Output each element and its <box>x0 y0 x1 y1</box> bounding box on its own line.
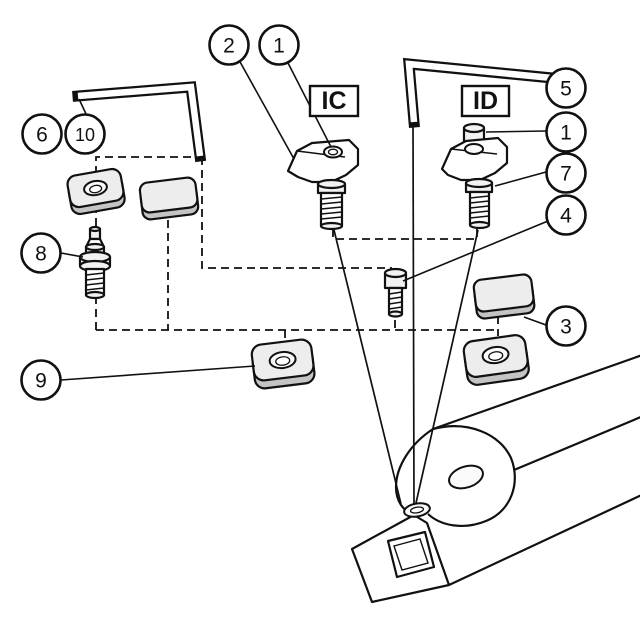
callout-7-number: 7 <box>560 163 572 186</box>
head-oval-hole <box>448 464 484 490</box>
label-id: ID <box>460 84 511 118</box>
callout-9-number: 9 <box>35 370 47 393</box>
label-ic-text: IC <box>322 87 347 115</box>
callout-2: 2 <box>208 24 250 66</box>
insert-center-holed <box>250 338 316 390</box>
callout-4-number: 4 <box>560 205 572 228</box>
label-id-text: ID <box>473 87 498 115</box>
callout-5-number: 5 <box>560 78 572 101</box>
callout-9: 9 <box>20 359 62 401</box>
toolholder-body <box>350 354 640 604</box>
callout-6-number: 6 <box>36 124 48 147</box>
insert-right-holed <box>462 334 530 386</box>
pocket-right-edge <box>413 514 451 586</box>
label-ic: IC <box>308 84 360 118</box>
clamp-id <box>440 122 509 182</box>
clamp-screw-id <box>464 177 494 230</box>
bar-ridge-line <box>513 416 640 472</box>
callout-1-id-number: 1 <box>560 122 572 145</box>
callout-1-ic-number: 1 <box>273 35 285 58</box>
callout-3: 3 <box>545 305 587 347</box>
callout-10-number: 10 <box>75 125 95 145</box>
callout-5: 5 <box>545 67 587 109</box>
callout-6: 6 <box>21 113 63 155</box>
callout-7: 7 <box>545 152 587 194</box>
clamp-screw-ic <box>316 178 347 231</box>
shim-screw <box>383 267 408 318</box>
insert-left-plain <box>138 176 200 221</box>
callout-1-ic: 1 <box>258 24 300 66</box>
callout-8-number: 8 <box>35 243 47 266</box>
insert-left-holed <box>66 167 126 216</box>
callout-2-number: 2 <box>223 35 235 58</box>
callout-3-number: 3 <box>560 316 572 339</box>
callout-10: 10 <box>64 113 106 155</box>
callout-1-id: 1 <box>545 111 587 153</box>
callout-4: 4 <box>545 194 587 236</box>
cartridge-pin <box>78 225 112 300</box>
clamp-ic <box>286 138 360 184</box>
hex-key-right <box>402 57 559 128</box>
assembly-center-lines <box>333 123 479 506</box>
insert-right-plain <box>472 273 536 320</box>
pocket-square-hole <box>386 530 436 579</box>
hex-key-left <box>72 81 207 163</box>
callout-8: 8 <box>20 232 62 274</box>
